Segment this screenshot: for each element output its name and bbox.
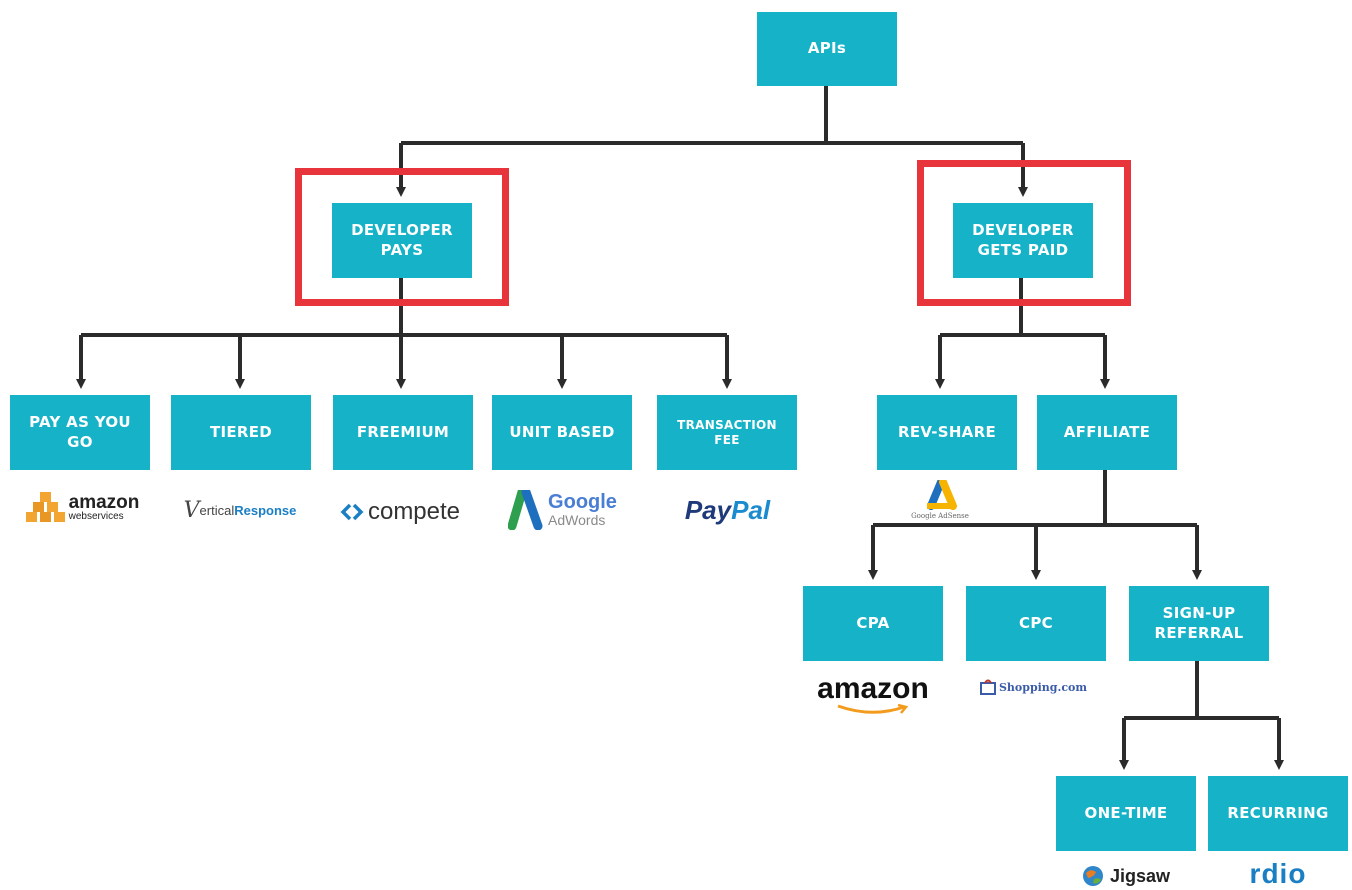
node-unit-based: UNIT BASED	[492, 395, 632, 470]
aws-cubes-icon	[25, 492, 65, 522]
shopping-bag-icon	[979, 679, 996, 695]
rdio-text: rdio	[1249, 858, 1307, 889]
node-recurring: RECURRING	[1208, 776, 1348, 851]
node-developer-gets-paid: DEVELOPER GETS PAID	[953, 203, 1093, 278]
node-tiered: TIERED	[171, 395, 311, 470]
aws-logo-subtext: webservices	[68, 510, 124, 522]
node-pay-as-you-go: PAY AS YOU GO	[10, 395, 150, 470]
verticalresponse-logo: V ertical Response	[170, 490, 310, 530]
jigsaw-logo: Jigsaw	[1066, 862, 1186, 890]
amazon-web-services-logo: amazon webservices	[20, 484, 145, 530]
node-affiliate: AFFILIATE	[1037, 395, 1177, 470]
rdio-logo: rdio	[1238, 858, 1318, 890]
node-transaction-fee: TRANSACTION FEE	[657, 395, 797, 470]
node-apis: APIs	[757, 12, 897, 86]
google-adsense-logo: Google AdSense	[895, 474, 985, 526]
compete-chevrons-icon	[340, 503, 364, 521]
verticalresponse-text-b: Response	[234, 502, 297, 518]
jigsaw-text: Jigsaw	[1109, 865, 1171, 886]
node-one-time: ONE-TIME	[1056, 776, 1196, 851]
verticalresponse-text-a: ertical	[199, 502, 235, 518]
amazon-logo: amazon	[808, 672, 938, 718]
verticalresponse-check-icon: V	[183, 497, 200, 523]
node-freemium: FREEMIUM	[333, 395, 473, 470]
compete-logo: compete	[330, 492, 470, 532]
google-text: Google	[548, 491, 617, 514]
jigsaw-globe-icon	[1082, 866, 1103, 886]
node-developer-pays: DEVELOPER PAYS	[332, 203, 472, 278]
shopping-com-logo: Shopping.com	[968, 674, 1098, 700]
node-cpc: CPC	[966, 586, 1106, 661]
paypal-text-b: Pal	[731, 494, 771, 525]
amazon-smile-icon	[837, 704, 909, 714]
highlight-developer-pays	[295, 168, 509, 306]
google-adwords-logo: Google AdWords	[495, 485, 630, 535]
aws-logo-text: amazon	[68, 491, 140, 513]
google-adsense-text: Google AdSense	[911, 512, 969, 520]
amazon-text: amazon	[817, 672, 929, 705]
paypal-text-a: Pay	[684, 494, 732, 525]
adwords-icon	[508, 490, 543, 530]
adwords-text: AdWords	[548, 512, 606, 529]
adsense-icon	[927, 480, 957, 510]
node-sign-up-referral: SIGN-UP REFERRAL	[1129, 586, 1269, 661]
node-cpa: CPA	[803, 586, 943, 661]
paypal-logo: Pay Pal	[660, 490, 795, 530]
shopping-com-text: Shopping.com	[998, 680, 1088, 694]
node-rev-share: REV-SHARE	[877, 395, 1017, 470]
highlight-developer-gets-paid	[917, 160, 1131, 306]
compete-text: compete	[367, 498, 461, 525]
